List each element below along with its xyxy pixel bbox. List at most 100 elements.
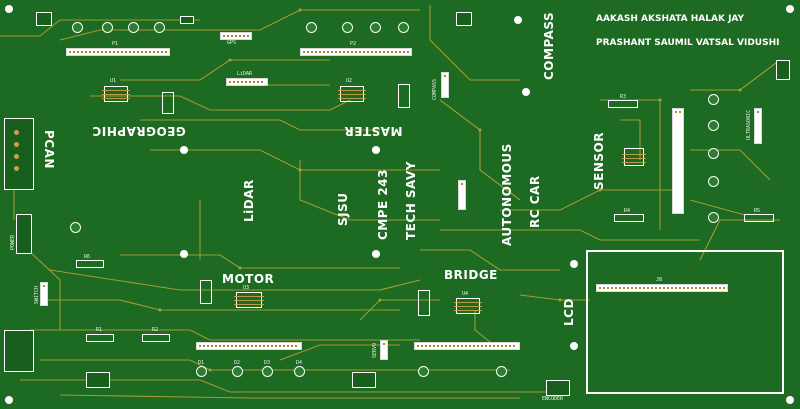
pcan-db9-connector: [4, 118, 34, 190]
ref-label: P2: [350, 41, 357, 47]
ref-label: GPS: [227, 40, 237, 46]
header-sensor: [672, 108, 684, 214]
ref-label: ENCODER: [542, 396, 564, 402]
resistor: [142, 334, 170, 342]
mounting-hole: [5, 5, 13, 13]
pad: [14, 142, 19, 147]
led: [154, 22, 165, 33]
ref-label: D2: [234, 360, 241, 366]
ref-label: U1: [110, 78, 117, 84]
led: [342, 22, 353, 33]
resistor: [614, 214, 644, 222]
label-project-line2: RC CAR: [528, 175, 542, 228]
label-master: MASTER: [344, 124, 403, 138]
connector: [352, 372, 376, 388]
pad: [14, 166, 19, 171]
mounting-hole: [786, 5, 794, 13]
mounting-hole: [180, 146, 188, 154]
team-line-1: AAKASH AKSHATA HALAK JAY: [596, 14, 745, 24]
connector: [86, 372, 110, 388]
mounting-hole: [570, 260, 578, 268]
led: [708, 94, 719, 105]
ref-label: SWITCH: [34, 285, 40, 304]
led: [128, 22, 139, 33]
label-motor: MOTOR: [222, 272, 275, 286]
ref-label: SERVO: [372, 342, 378, 358]
team-line-2: PRASHANT SAUMIL VATSAL VIDUSHI: [596, 38, 780, 48]
resistor: [200, 280, 212, 304]
ref-label: U2: [346, 78, 353, 84]
led: [708, 148, 719, 159]
mounting-hole: [570, 342, 578, 350]
ref-label: ULTRASONIC: [746, 109, 752, 140]
led: [232, 366, 243, 377]
header-compass: [441, 72, 449, 98]
led: [398, 22, 409, 33]
header-switch: [40, 282, 48, 306]
ref-label: P1: [112, 41, 119, 47]
mounting-hole: [522, 88, 530, 96]
led: [496, 366, 507, 377]
resistor: [76, 260, 104, 268]
ref-label: R6: [84, 254, 91, 260]
resistor: [744, 214, 774, 222]
led: [102, 22, 113, 33]
pad: [14, 154, 19, 159]
connector: [546, 380, 570, 396]
ic-u1: [102, 86, 130, 102]
led: [196, 366, 207, 377]
resistor: [398, 84, 410, 108]
label-bridge: BRIDGE: [444, 268, 498, 282]
ref-label: D4: [296, 360, 303, 366]
ref-label: R3: [620, 94, 627, 100]
header-ultrasonic: [754, 108, 762, 144]
pcan-text: PCAN: [42, 130, 56, 169]
header-lcd: [596, 284, 728, 292]
label-sensor: SENSOR: [592, 132, 606, 190]
led: [708, 212, 719, 223]
lcd-outline: [586, 250, 784, 394]
led: [72, 22, 83, 33]
mounting-hole: [5, 396, 13, 404]
label-project-line1: AUTONOMOUS: [500, 143, 514, 246]
ic-u3: [234, 292, 264, 308]
power-connector: [16, 214, 32, 254]
label-school: SJSU: [336, 192, 350, 227]
resistor: [162, 92, 174, 114]
ref-label: COMPASS: [432, 78, 438, 100]
usb-connector: [4, 330, 34, 372]
header-servo: [380, 340, 388, 360]
mounting-hole: [514, 16, 522, 24]
ref-label: POWER: [10, 234, 16, 250]
resistor: [86, 334, 114, 342]
connector: [776, 60, 790, 80]
mounting-hole: [180, 250, 188, 258]
ref-label: R5: [754, 208, 761, 214]
ref-label: J8: [656, 277, 663, 283]
led: [370, 22, 381, 33]
connector: [36, 12, 52, 26]
led: [708, 176, 719, 187]
led: [306, 22, 317, 33]
header-bluetooth: [458, 180, 466, 210]
header-p1: [66, 48, 170, 56]
mounting-hole: [372, 146, 380, 154]
ref-label: D1: [198, 360, 205, 366]
led: [294, 366, 305, 377]
label-pcan: PCAN: [28, 130, 56, 169]
label-lcd: LCD: [562, 298, 576, 326]
connector: [456, 12, 472, 26]
ic-u4: [454, 298, 482, 314]
led: [418, 366, 429, 377]
header-lidar: [226, 78, 268, 86]
ref-label: R2: [152, 327, 159, 333]
ref-label: U3: [243, 285, 250, 291]
connector: [180, 16, 194, 24]
resistor: [418, 290, 430, 316]
label-lidar: LiDAR: [242, 179, 256, 222]
header-p3: [196, 342, 302, 350]
ic-u2: [338, 86, 366, 102]
ref-label: LiDAR: [237, 71, 253, 77]
